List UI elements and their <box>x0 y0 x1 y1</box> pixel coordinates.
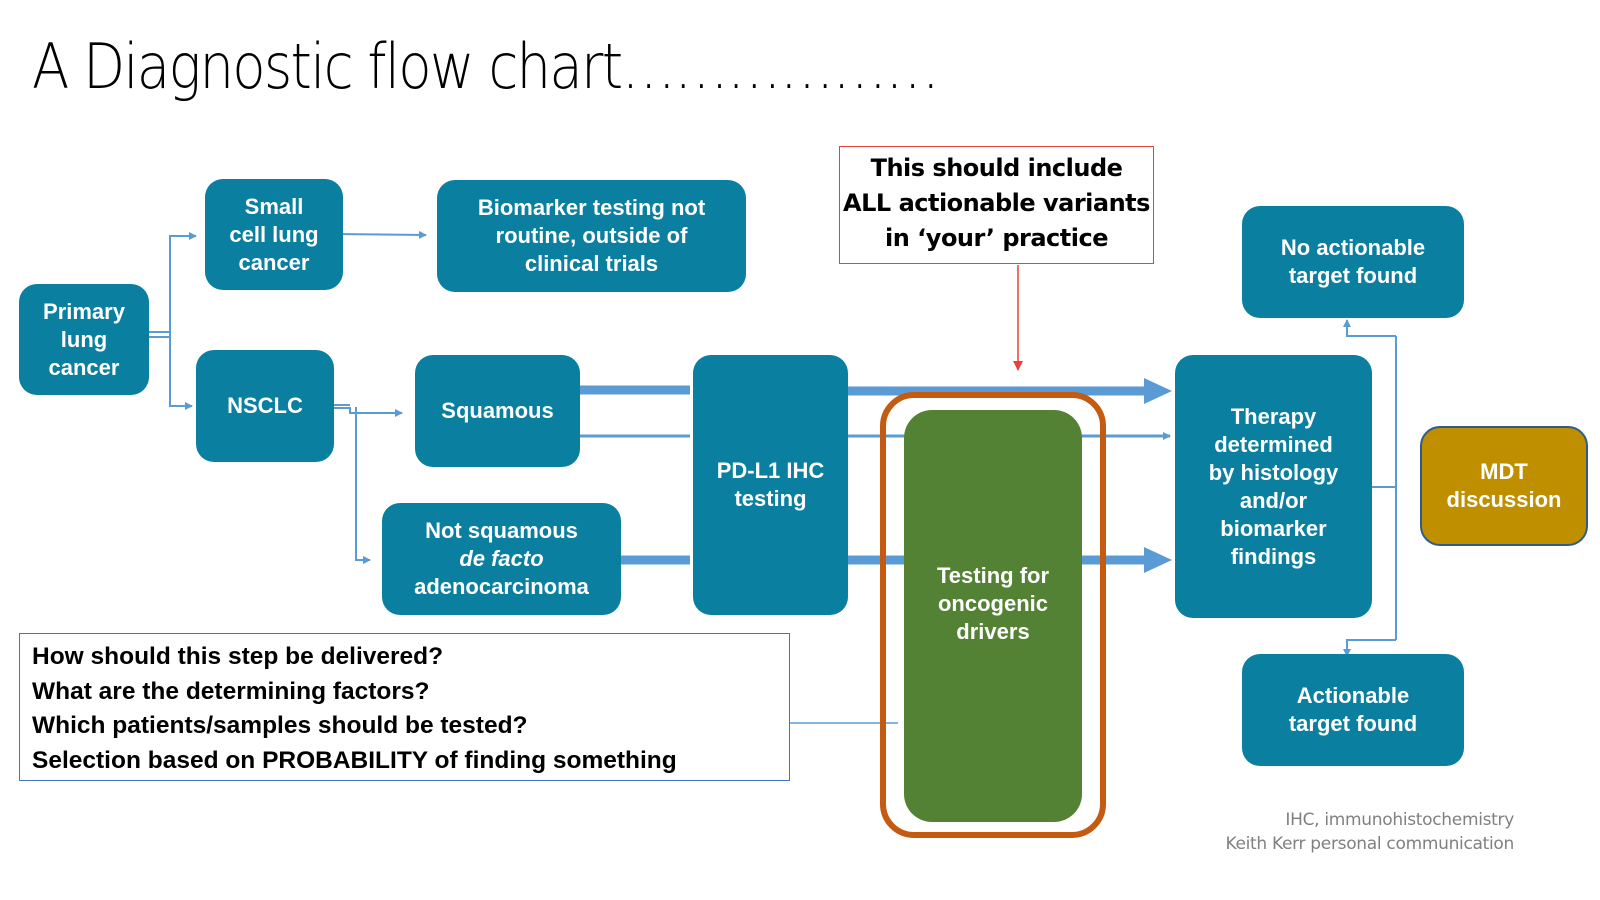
node-text: No actionable <box>1280 235 1426 260</box>
node-therapy-determined: Therapy determined by histology and/or b… <box>1175 355 1372 618</box>
node-text: testing <box>734 486 807 511</box>
node-text: Actionable <box>1296 683 1410 708</box>
node-text: findings <box>1230 543 1317 569</box>
node-text: clinical trials <box>524 251 659 276</box>
node-mdt-discussion: MDT discussion <box>1420 426 1588 546</box>
callout-text: ALL actionable variants <box>843 189 1150 217</box>
node-text: cell lung <box>229 221 319 247</box>
callout-text: This should include <box>870 154 1123 182</box>
questions-box: How should this step be delivered? What … <box>19 633 790 781</box>
question-line: How should this step be delivered? <box>32 643 444 670</box>
node-text: Squamous <box>441 398 554 423</box>
node-text: and/or <box>1239 487 1308 513</box>
node-text: by histology <box>1208 459 1339 485</box>
node-text: target found <box>1288 711 1418 736</box>
node-text: Not squamous <box>425 518 578 543</box>
node-text: PD-L1 IHC <box>716 458 825 483</box>
node-text: cancer <box>238 249 310 275</box>
node-text: MDT <box>1480 459 1528 484</box>
node-not-squamous: Not squamous de facto adenocarcinoma <box>382 503 621 615</box>
italic-text: de facto <box>459 546 544 571</box>
footnote-source: Keith Kerr personal communication <box>1225 834 1514 854</box>
node-biomarker-not-routine: Biomarker testing not routine, outside o… <box>437 180 746 292</box>
node-small-cell-lung-cancer: Small cell lung cancer <box>205 179 343 290</box>
question-line: Selection based on PROBABILITY of findin… <box>32 746 677 774</box>
highlight-frame <box>880 392 1106 838</box>
connector-primary-split <box>146 232 197 410</box>
connector-smallcell-biomarker <box>334 230 427 239</box>
node-text: Small <box>244 193 304 219</box>
node-text: oncogenic <box>937 591 1048 616</box>
node-text: Biomarker testing not <box>477 195 706 220</box>
node-actionable-target: Actionable target found <box>1242 654 1464 766</box>
node-text: routine, outside of <box>495 223 688 248</box>
node-pdl1-ihc-testing: PD-L1 IHC testing <box>693 355 848 615</box>
node-no-actionable-target: No actionable target found <box>1242 206 1464 318</box>
node-text: Testing for <box>936 563 1050 588</box>
node-text: adenocarcinoma <box>414 574 589 599</box>
footnotes: IHC, immunohistochemistry Keith Kerr per… <box>1225 808 1514 856</box>
node-text: target found <box>1288 263 1418 288</box>
node-text-italic: de facto <box>414 545 589 573</box>
node-text: determined <box>1214 431 1333 457</box>
callout-actionable-variants: This should include ALL actionable varia… <box>839 146 1154 264</box>
node-text: cancer <box>48 354 120 380</box>
node-testing-oncogenic-drivers: Testing for oncogenic drivers <box>904 410 1082 822</box>
node-primary-lung-cancer: Primary lung cancer <box>19 284 149 395</box>
question-line: What are the determining factors? <box>32 677 430 705</box>
footnote-abbreviation: IHC, immunohistochemistry <box>1285 810 1514 830</box>
node-text: NSCLC <box>227 393 303 418</box>
slide-title: A Diagnostic flow chart……………… <box>32 30 940 103</box>
node-text: lung <box>60 326 108 352</box>
node-text: Primary <box>43 298 125 324</box>
node-text: discussion <box>1446 487 1562 512</box>
node-squamous: Squamous <box>415 355 580 467</box>
node-nsclc: NSCLC <box>196 350 334 462</box>
question-line: Which patients/samples should be tested? <box>32 712 528 739</box>
node-text: drivers <box>956 619 1030 644</box>
node-text: biomarker <box>1220 515 1327 541</box>
callout-text: in ‘your’ practice <box>885 224 1108 252</box>
node-text: Therapy <box>1230 403 1317 429</box>
